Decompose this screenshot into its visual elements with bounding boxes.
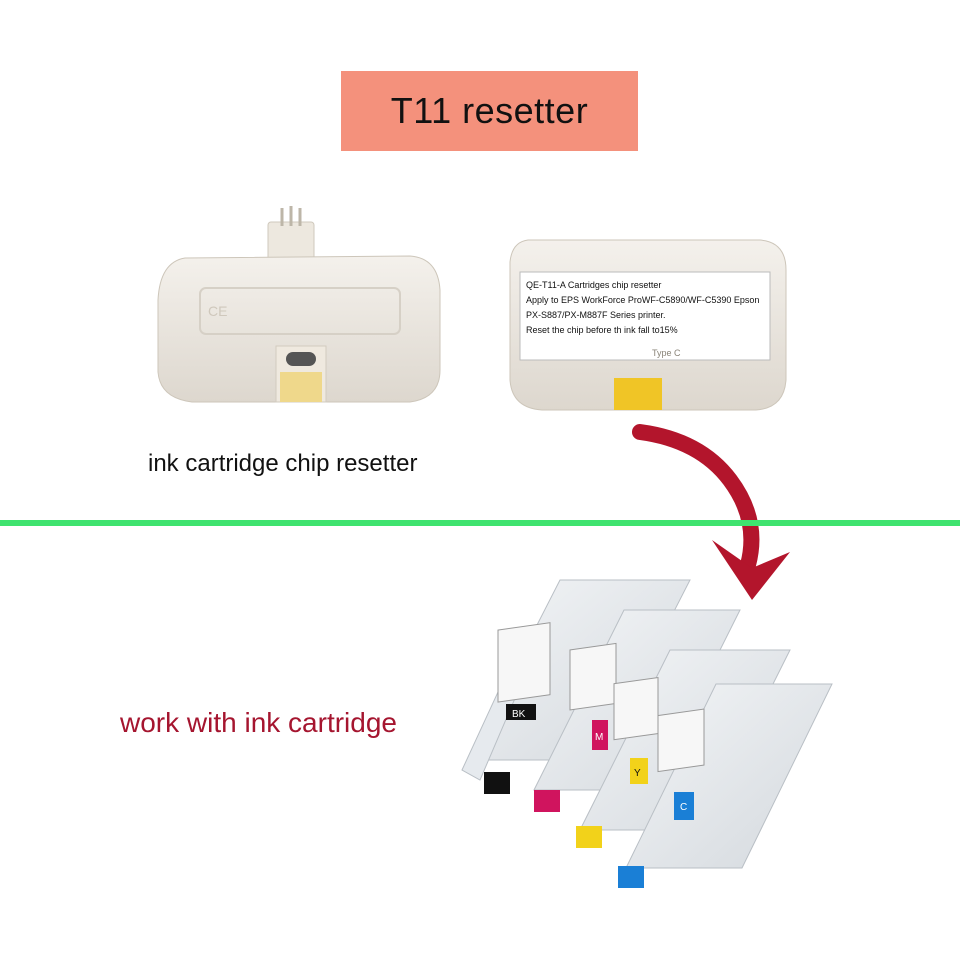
device-label-line4: Reset the chip before th ink fall to15% <box>526 325 678 335</box>
resetter-top: QE-T11-A Cartridges chip resetter Apply … <box>509 239 787 411</box>
device-label-line3: PX-S887/PX-M887F Series printer. <box>526 310 666 320</box>
resetter-front: CE <box>157 206 441 403</box>
ink-cartridges: BK M Y C <box>461 579 833 888</box>
label-bk: BK <box>512 709 526 720</box>
device-label-line2: Apply to EPS WorkForce ProWF-C5890/WF-C5… <box>526 295 759 305</box>
arrow-icon <box>632 424 790 600</box>
device-label-line1: QE-T11-A Cartridges chip resetter <box>526 280 661 290</box>
label-y: Y <box>634 768 641 779</box>
label-c: C <box>680 802 687 813</box>
label-m: M <box>595 732 603 743</box>
title-banner: T11 resetter <box>341 71 638 151</box>
divider-line <box>0 520 960 526</box>
cartridge-cyan: C <box>618 683 833 888</box>
caption-work-with-cartridge: work with ink cartridge <box>120 707 397 738</box>
title-text: T11 resetter <box>390 90 589 131</box>
chip-contact-slot <box>614 378 662 410</box>
caption-chip-resetter: ink cartridge chip resetter <box>148 450 418 477</box>
usb-c-port <box>286 352 316 366</box>
svg-text:CE: CE <box>208 303 227 319</box>
port-label: Type C <box>652 348 681 358</box>
